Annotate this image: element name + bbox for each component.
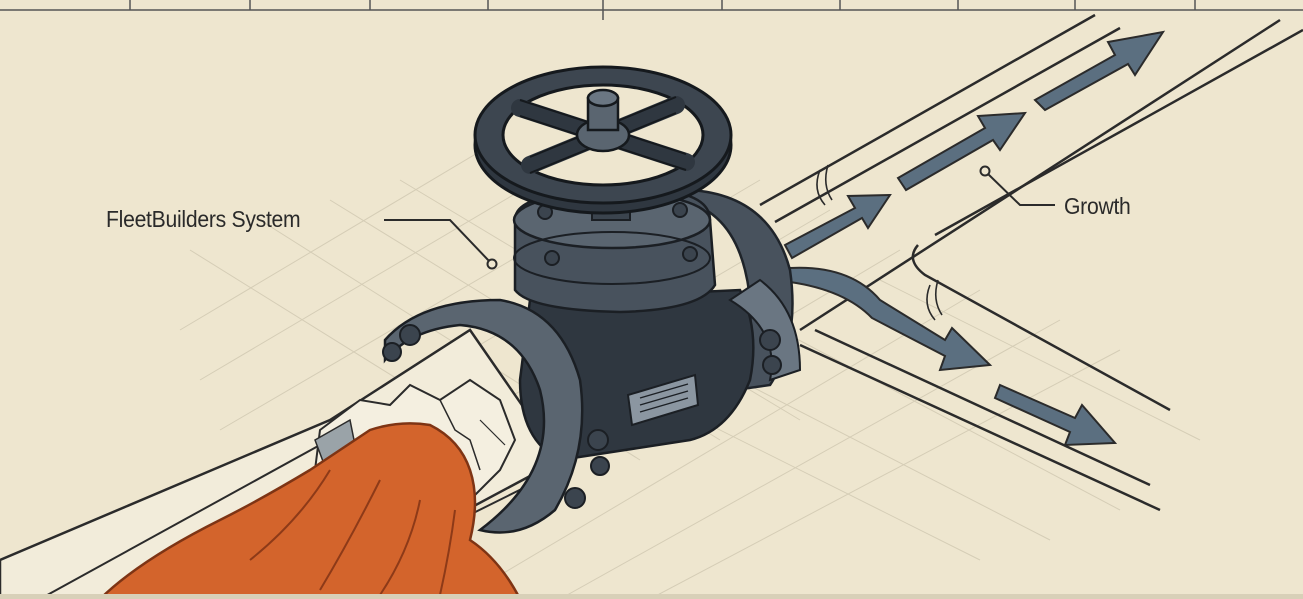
handwheel-icon: [475, 67, 731, 213]
fleetbuilders-system-label: FleetBuilders System: [106, 206, 300, 233]
flow-arrow-icon: [995, 385, 1115, 445]
flow-arrow-icon: [785, 195, 890, 258]
bottom-strip: [0, 594, 1303, 599]
flow-arrow-icon: [898, 113, 1025, 190]
growth-label: Growth: [1064, 193, 1131, 220]
top-ruler: [0, 0, 1303, 20]
flow-arrow-icon: [1035, 32, 1163, 110]
flow-arrows: [785, 32, 1163, 445]
pipe-channel: [760, 15, 1303, 510]
